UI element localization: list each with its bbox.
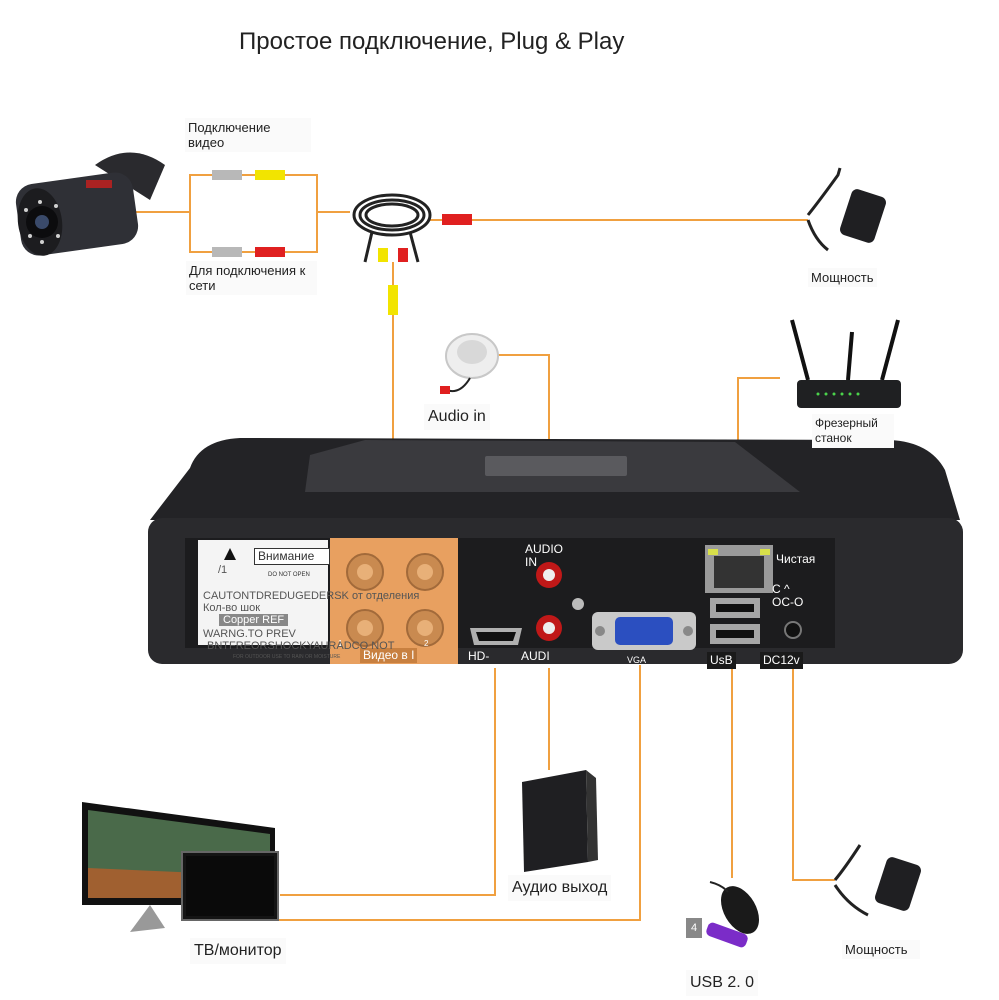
connector-power-red	[442, 214, 472, 225]
warning-line-2: WARNG.TO PREV	[203, 628, 296, 640]
wires	[130, 174, 835, 921]
label-power-top: Мощность	[808, 268, 877, 287]
wire-camera-bottom	[189, 212, 318, 253]
microphone-icon	[440, 333, 499, 394]
label-audio-out: Аудио выход	[508, 875, 612, 901]
panel-ethernet: Чистая	[776, 552, 816, 566]
warning-line-4: FOR OUTDOOR USE TO RAIN OR MOISTURE	[233, 654, 341, 660]
panel-audio-out: AUDI OUT	[521, 649, 550, 676]
label-video-connection: Подключение видео	[185, 118, 311, 152]
panel-dc: DC12v	[760, 652, 803, 669]
connector-yellow-top	[255, 170, 285, 180]
label-router: Фрезерный станок	[812, 414, 894, 448]
label-tv-monitor: ТВ/монитор	[190, 938, 286, 964]
panel-usb: UsB	[707, 652, 736, 669]
dc-port	[784, 621, 802, 639]
wire-vga	[250, 665, 641, 921]
warning-icon-number: /1	[218, 564, 228, 576]
warning-line-3: BNTFREORSHOCKYAURADCO NOT	[207, 640, 395, 652]
camera-icon	[15, 152, 165, 256]
router-icon	[790, 319, 901, 408]
caution-line-1: CAUTONTDREDUGEDERSK от отделения	[203, 590, 420, 602]
label-usb: USB 2. 0	[686, 970, 759, 996]
connector-gray-bottom	[212, 247, 242, 257]
caution-line-3: Copper REF	[219, 614, 289, 626]
panel-caution-mark: С ^ ОС-О	[772, 582, 804, 609]
panel-hdmi: HD-порт	[468, 649, 494, 676]
speaker-icon	[522, 770, 598, 872]
wire-dc	[792, 640, 835, 881]
connector-red-bottom	[255, 247, 285, 257]
mouse-icon	[709, 881, 759, 934]
power-adapter-icon-bottom	[833, 844, 921, 917]
panel-vga: VGA	[627, 655, 647, 665]
warning-subtitle: DO NOT OPEN	[268, 572, 310, 578]
bnc-number-1: 1	[338, 639, 343, 648]
power-adapter-icon-top	[806, 167, 886, 252]
cable-coil-icon	[352, 193, 432, 263]
bnc-number-2: 2	[424, 639, 429, 648]
label-power-connection: Для подключения к сети	[186, 261, 317, 295]
caution-line-2: Кол-во шок	[203, 602, 261, 614]
page-title: Простое подключение, Plug & Play	[232, 22, 790, 62]
usb-count-badge: 4	[686, 918, 702, 938]
connector-gray-top	[212, 170, 242, 180]
panel-audio-in: AUDIO IN	[525, 542, 564, 569]
label-audio-in: Audio in	[424, 404, 490, 430]
label-power-bottom: Мощность	[842, 940, 920, 959]
panel-video-in: Видео в I	[360, 648, 418, 663]
usb-stick-icon	[706, 922, 748, 948]
wire-camera-top	[130, 174, 350, 213]
connector-video-yellow	[388, 285, 398, 315]
wire-hdmi	[280, 668, 496, 896]
warning-title: Внимание	[254, 548, 330, 565]
tv-monitor-icon	[82, 802, 279, 932]
